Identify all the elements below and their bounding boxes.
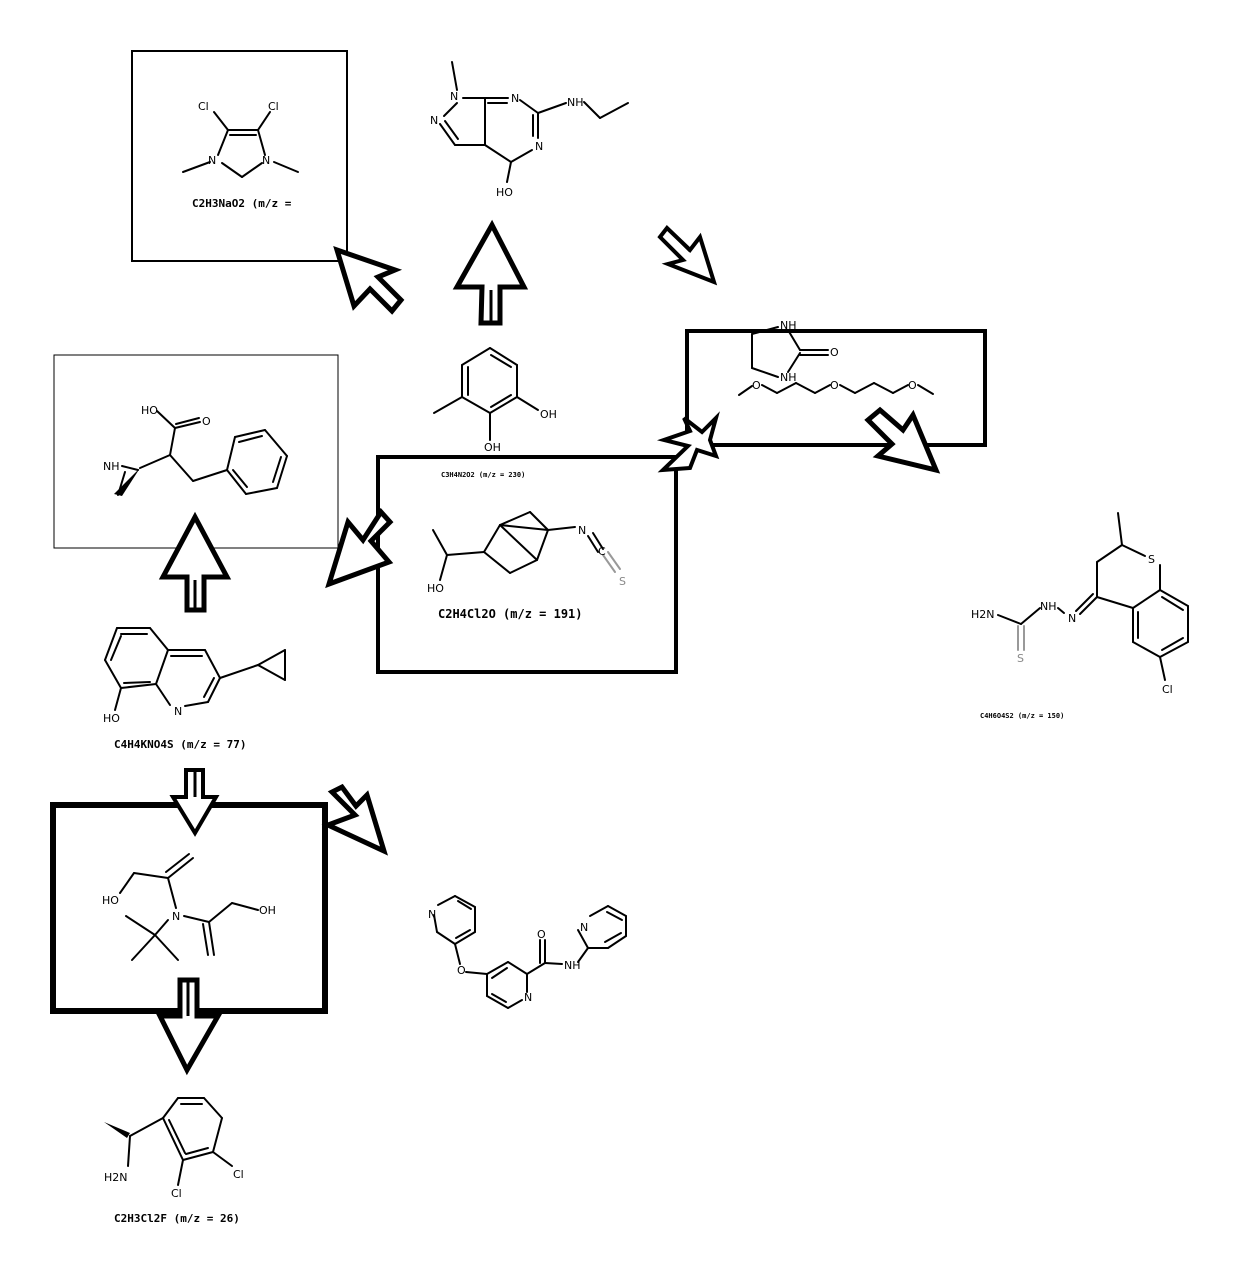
compound-caption: C3H4N2O2 (m/z = 230) [441,471,525,479]
compound-caption: C4H6O4S2 (m/z = 150) [980,712,1064,720]
atom-label: HO [427,582,444,595]
atom-label: O [830,346,839,359]
atom-label: N [524,991,532,1004]
atom-label: O [752,379,761,392]
atom-label: OH [540,408,557,421]
compound-caption: C2H4Cl2O (m/z = 191) [438,607,583,621]
atom-label: Cl [268,100,279,113]
atom-label: O [202,415,211,428]
atom-label: NH [780,319,797,332]
atom-label: H2N [104,1171,128,1184]
arrow-starburst [656,411,720,473]
atom-label: N [428,908,436,921]
compound-thiochroman-thiosemicarbazone: S H2N NH N S Cl C4H6O4S2 (m/z = 150) [971,512,1189,720]
atom-label: NH [780,371,797,384]
atom-label: S [1148,553,1155,566]
atom-label: C [598,545,606,558]
compound-tbutyl-diene-amine: HO N OH [102,853,276,961]
compound-norbornane-isothiocyanate: HO N C S C2H4Cl2O (m/z = 191) [427,511,626,621]
compound-caption: C2H3Cl2F (m/z = 26) [114,1212,240,1225]
arrow-diagonal-down-right [864,406,941,474]
atom-label: N [450,90,458,103]
atom-label: N [580,921,588,934]
atom-label: N [511,92,519,105]
arrow-diagonal-up-left [333,246,405,315]
compound-dichlorophenyl-ethylamine: H2N Cl Cl C2H3Cl2F (m/z = 26) [104,1097,244,1225]
compound-pyrazolopyrimidine: N N N N NH HO [430,61,629,199]
compound-methylcatechol: OH OH C3H4N2O2 (m/z = 230) [433,347,557,479]
compound-aziridine-acid: HO O NH [103,404,288,496]
atom-label: N [430,114,438,127]
atom-label: N [174,705,182,718]
atom-label: HO [103,712,120,725]
atom-label: O [830,379,839,392]
atom-label: S [1017,652,1024,665]
arrow-up [158,511,232,613]
arrow-diagonal-down-left [325,507,394,589]
atom-label: N [208,154,216,167]
atom-label: NH [103,460,120,473]
arrow-down [169,768,220,837]
atom-label: O [537,928,546,941]
arrow-up [452,219,529,326]
compound-dichloroimidazole: Cl Cl N N C2H3NaO2 (m/z = [182,100,299,210]
box-imidazolidinone [685,329,987,447]
atom-label: Cl [198,100,209,113]
atom-label: NH [567,96,584,109]
compound-caption: C4H4KNO4S (m/z = 77) [114,738,246,751]
atom-label: NH [564,959,581,972]
atom-label: Cl [171,1187,182,1200]
atom-label: OH [484,441,501,454]
atom-label: O [908,379,917,392]
atom-label: HO [496,186,513,199]
box-dichloroimidazole [131,50,348,262]
atom-label: OH [259,904,276,917]
atom-label: N [172,910,180,923]
atom-label: N [535,140,543,153]
arrow-down [155,977,223,1076]
atom-label: N [578,524,586,537]
atom-label: H2N [971,608,995,621]
atom-label: HO [141,404,158,417]
atom-label: Cl [233,1168,244,1181]
atom-label: HO [102,894,119,907]
atom-label: O [457,964,466,977]
atom-label: N [262,154,270,167]
arrow-diagonal-down-right [321,783,389,856]
compound-caption: C2H3NaO2 (m/z = [192,197,292,210]
atom-label: NH [1040,600,1057,613]
arrow-diagonal-down-right [657,225,718,286]
atom-label: S [619,575,626,588]
atom-label: N [1068,612,1076,625]
compound-pyridyloxy-picolinamide: N O O NH N N [428,895,627,1009]
compound-imidazolidinone-polyether: NH O NH O O O [738,319,934,396]
atom-label: Cl [1162,683,1173,696]
compound-cyclopropylquinolinol: HO N C4H4KNO4S (m/z = 77) [103,627,286,751]
